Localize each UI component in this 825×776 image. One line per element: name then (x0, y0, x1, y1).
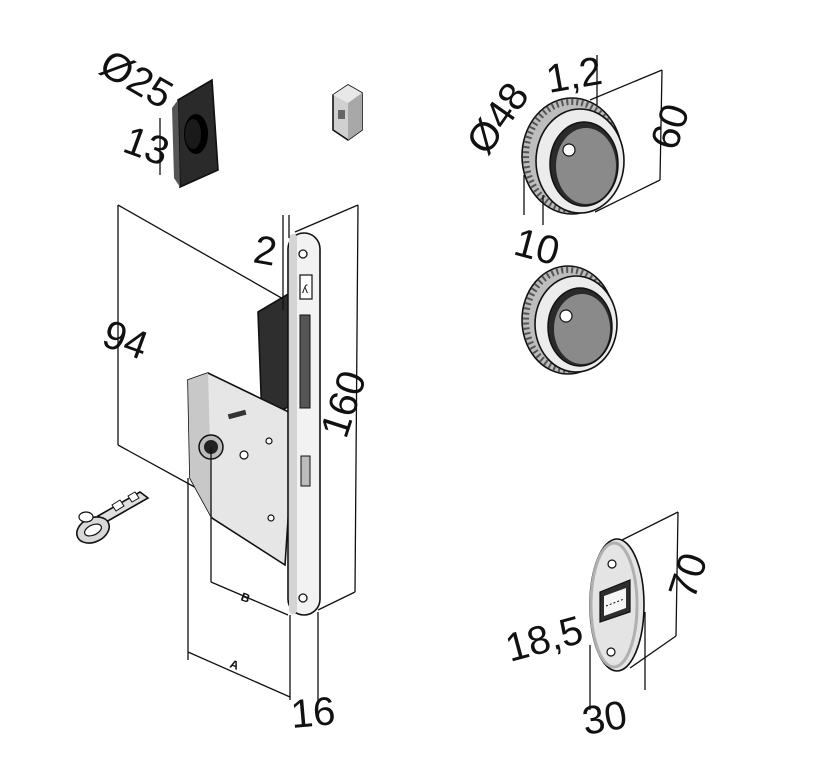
mortise-lock-body-icon: ʎ (187, 232, 321, 616)
faceplate-length-label: 160 (313, 366, 375, 443)
pull-depth-label: 10 (510, 220, 564, 274)
pull-rim-label: 1,2 (543, 49, 605, 102)
flush-pull-top-icon (521, 97, 625, 215)
pull-outer-label: 60 (643, 99, 699, 155)
lock-height-label: 94 (97, 312, 154, 369)
flush-pull-bottom-icon (521, 265, 618, 375)
dim-a-label: A (228, 657, 241, 673)
spindle-block-icon (332, 84, 363, 141)
strike-plate-icon (589, 538, 645, 672)
dim-b-label: B (239, 590, 252, 606)
svg-text:ʎ: ʎ (302, 282, 308, 296)
faceplate-thickness-label: 2 (250, 228, 280, 275)
faceplate-width-label: 16 (289, 689, 337, 737)
strike-width-label: 30 (579, 693, 630, 744)
strike-inner-label: 18,5 (501, 608, 588, 671)
strike-height-label: 70 (661, 548, 717, 604)
latch-depth-label: 13 (118, 118, 175, 175)
latch-diameter-label: Ø25 (93, 42, 180, 118)
latch-sleeve-icon (172, 78, 219, 189)
key-icon (75, 491, 150, 544)
